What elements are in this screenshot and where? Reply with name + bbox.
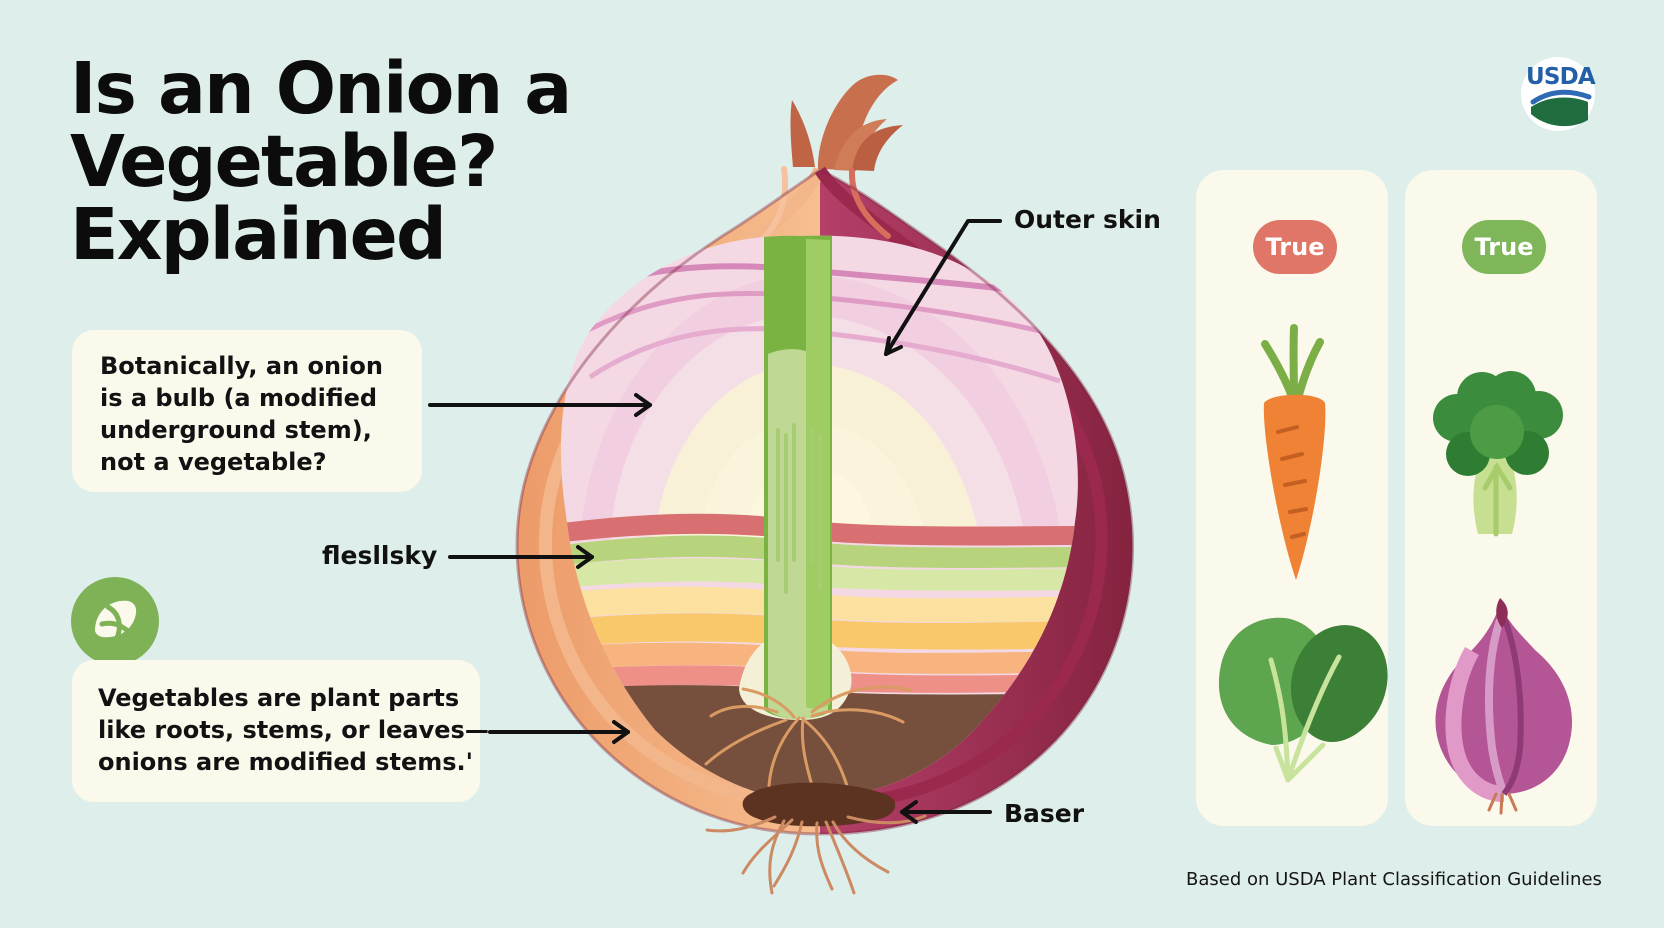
vegetable-card-right: True [1405,170,1597,826]
spinach-icon [1218,617,1388,783]
botanical-callout-line-2: is a bulb (a modified [100,384,378,412]
vegetable-card-left: True [1196,170,1388,826]
broccoli-icon [1433,371,1563,537]
fleshy-layer-label: flesllsky [322,541,438,570]
onion-roots-top-icon [790,74,903,171]
title-line-2: Vegetable? [70,120,498,203]
true-badge-left: True [1253,220,1337,274]
usda-logo-text: USDA [1526,64,1596,90]
botanical-callout-line-3: underground stem), [100,416,372,444]
base-label: Baser [1004,799,1085,828]
vegetable-definition-line-2: like roots, stems, or leaves— [98,716,489,744]
page-title: Is an Onion a Vegetable? Explained [70,52,590,271]
footer-note: Based on USDA Plant Classification Guide… [1186,869,1602,890]
vegetable-definition-line-3: onions are modified stems.' [98,748,473,776]
true-badge-right: True [1462,220,1546,274]
title-line-3: Explained [70,193,447,276]
vegetable-definition-callout: Vegetables are plant parts like roots, s… [72,660,489,802]
red-onion-icon [1435,598,1573,815]
outer-skin-label: Outer skin [1014,205,1161,234]
vegetable-card-right-art [1433,371,1573,815]
vegetable-definition-line-1: Vegetables are plant parts [98,684,460,712]
botanical-callout-line-4: not a vegetable? [100,448,327,476]
usda-logo-icon: USDA [1518,54,1598,134]
diagram-arrows [428,219,1002,824]
carrot-icon [1261,324,1326,580]
onion-base-plate [742,782,896,827]
vegetable-card-left-art [1218,324,1388,783]
onion-base-roots-icon [705,814,927,895]
onion-cross-section [560,235,1078,800]
botanical-callout: Botanically, an onion is a bulb (a modif… [72,330,422,492]
leaf-icon [71,577,159,665]
title-line-1: Is an Onion a [70,47,572,130]
botanical-callout-line-1: Botanically, an onion [100,352,383,380]
